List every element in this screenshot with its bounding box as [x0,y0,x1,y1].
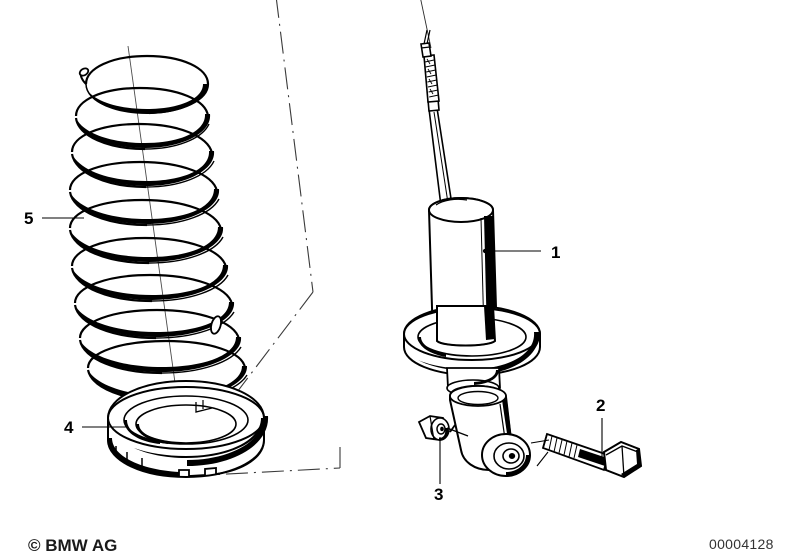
shock-absorber [403,0,541,397]
callout-2-label: 2 [596,396,605,415]
bolt-thread-hatching [548,435,578,459]
spring-turn-2 [74,86,211,151]
callout-1-dot [482,248,488,254]
hex-bolt [530,432,643,479]
callout-layer: 1 2 3 4 5 [24,209,605,504]
footer: © BMW AG 00004128 [28,536,774,555]
lower-mount-fork [449,384,531,477]
callout-1: 1 [482,243,560,262]
callout-2: 2 [596,396,605,458]
spring-wire-end-top [78,67,90,77]
coil-spring [68,45,248,441]
mount-eye-bushing [481,433,531,477]
bushing-nut [417,415,469,441]
spring-turn-7 [73,273,235,340]
spring-turn-4 [68,160,220,227]
callout-3: 3 [434,437,443,504]
callout-4-label: 4 [64,418,74,437]
rod-tip [420,42,432,58]
spring-turn-6 [70,236,229,303]
callout-4: 4 [64,418,126,437]
spring-turn-8 [78,308,242,375]
callout-5-label: 5 [24,209,33,228]
spring-turn-5 [68,198,224,265]
spring-turn-1 [78,54,210,115]
callout-5: 5 [24,209,84,228]
spring-wire-end-bottom [210,315,222,335]
spring-pad-ring [107,379,269,479]
callout-1-label: 1 [551,243,560,262]
part-number: 00004128 [709,536,774,552]
spring-turn-3 [70,122,215,189]
callout-3-label: 3 [434,485,443,504]
lower-spring-seat [403,304,541,377]
copyright-notice: © BMW AG [28,536,117,555]
thread-hatching [424,58,439,98]
